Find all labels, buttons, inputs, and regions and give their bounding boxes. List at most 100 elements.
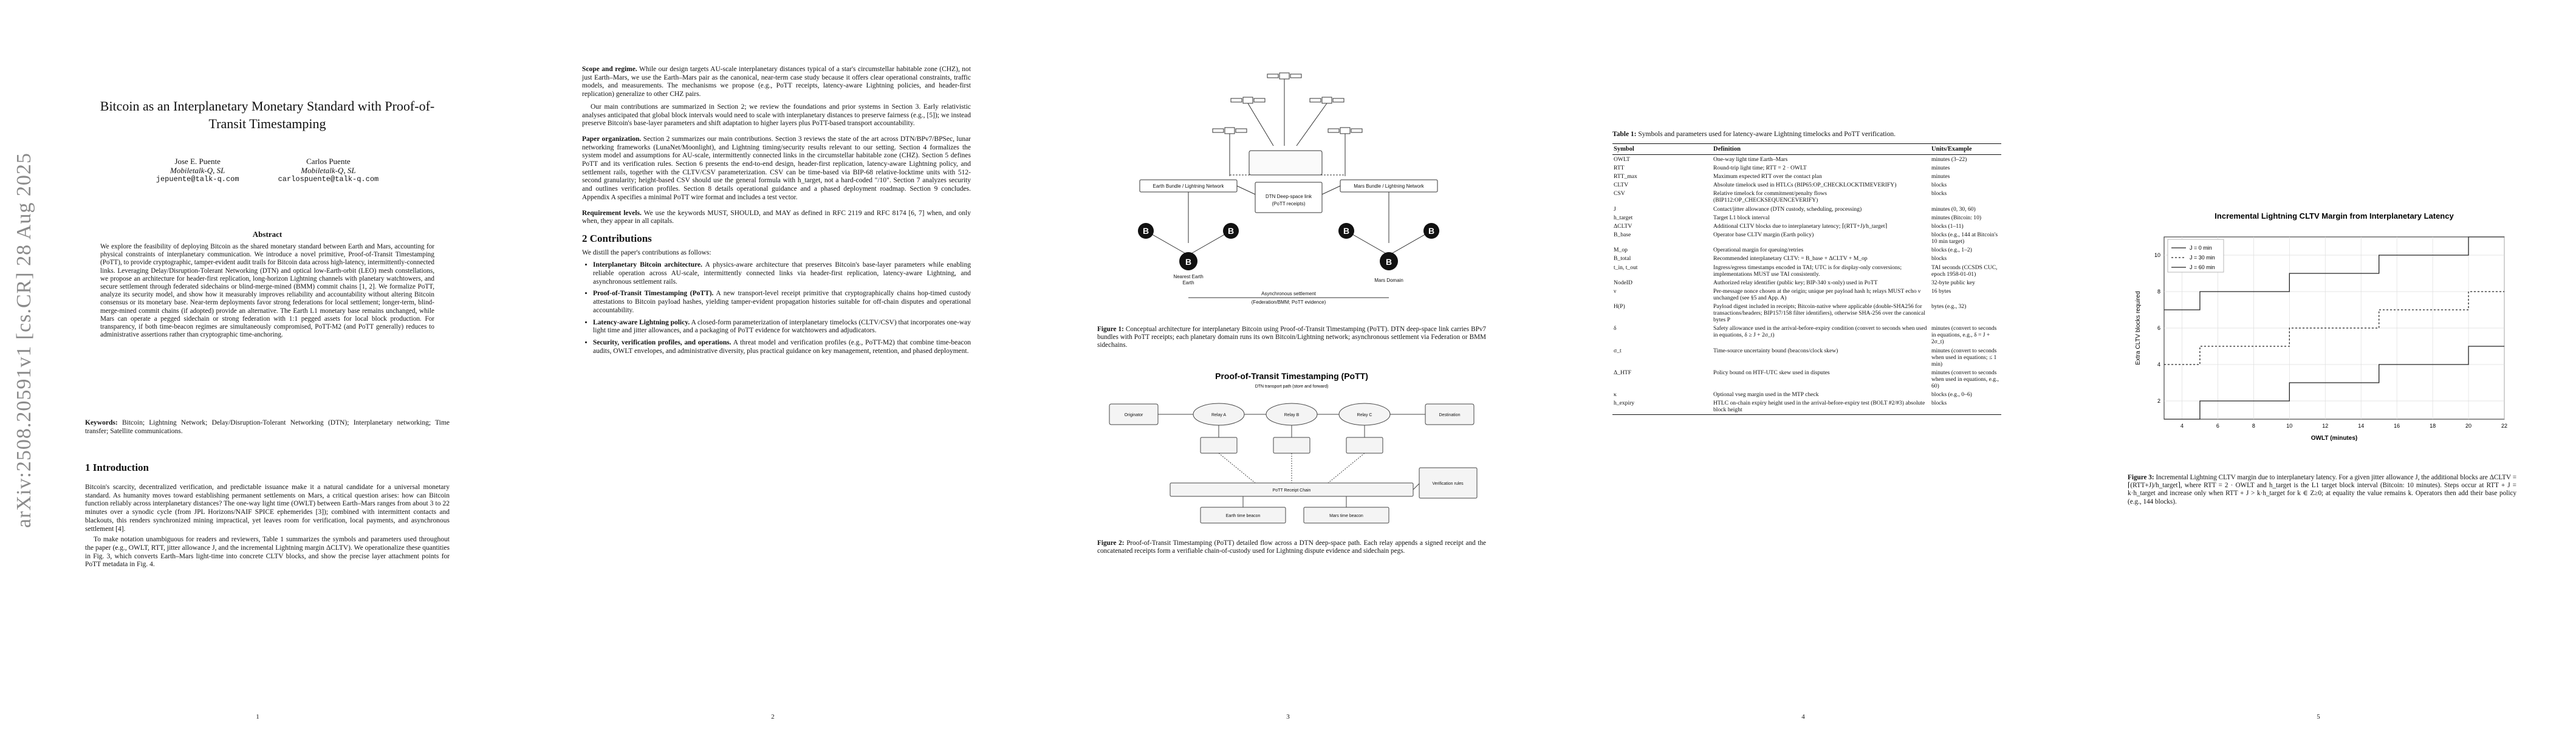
legend-entry: J = 60 min bbox=[2190, 264, 2215, 270]
definition-cell: Payload digest included in receipts; Bit… bbox=[1713, 303, 1925, 324]
units-cell: TAI seconds (CCSDS CUC, epoch 1958-01-01… bbox=[1931, 264, 1998, 278]
symbol-cell: ν bbox=[1614, 288, 1617, 295]
author-affiliation: Mobiletalk-Q, SL bbox=[170, 166, 225, 175]
author-email[interactable]: jepuente@talk-q.com bbox=[156, 175, 239, 183]
page-1: arXiv:2508.20591v1 [cs.CR] 28 Aug 2025 B… bbox=[0, 0, 515, 729]
satellite-icon bbox=[1309, 97, 1345, 104]
definition-cell: Policy bound on HTF-UTC skew used in dis… bbox=[1713, 369, 1830, 376]
paragraph: Scope and regime. While our design targe… bbox=[582, 66, 971, 99]
svg-text:B: B bbox=[1343, 226, 1349, 236]
symbol-cell: κ bbox=[1614, 391, 1617, 398]
author-email[interactable]: carlospuente@talk-q.com bbox=[278, 175, 379, 183]
column-header: Units/Example bbox=[1930, 143, 2001, 155]
series-line-3 bbox=[2164, 236, 2504, 310]
earth-beacon-label: Earth time beacon bbox=[1226, 514, 1261, 518]
keywords: Keywords: Bitcoin; Lightning Network; De… bbox=[85, 419, 450, 436]
table-row: h_target Target L1 block interval minutes … bbox=[1612, 213, 2001, 222]
earth-panel-label: Earth Bundle / Lightning Network bbox=[1153, 183, 1225, 189]
list-item-label: Interplanetary Bitcoin architecture. bbox=[593, 261, 703, 269]
units-cell: blocks (e.g., 1–2) bbox=[1931, 247, 1972, 254]
definition-cell: Relative timelock for commitment/penalty… bbox=[1713, 190, 1828, 204]
paragraph: We distill the paper's contributions as … bbox=[582, 248, 711, 256]
paragraph-text: We use the keywords MUST, SHOULD, and MA… bbox=[582, 209, 971, 225]
figure-3-chart: Incremental Lightning CLTV Margin from I… bbox=[2135, 211, 2507, 442]
symbol-cell: h_target bbox=[1614, 214, 1633, 221]
symbol-cell: RTT_max bbox=[1614, 173, 1637, 180]
author-name: Jose E. Puente bbox=[174, 157, 221, 166]
page-number: 3 bbox=[1286, 713, 1290, 720]
symbol-cell: h_expiry bbox=[1612, 399, 1712, 415]
units-cell: minutes (Bitcoin: 10) bbox=[1931, 214, 1982, 221]
keywords-text: Bitcoin; Lightning Network; Delay/Disrup… bbox=[85, 419, 450, 435]
paragraph-label: Paper organization. bbox=[582, 135, 642, 143]
units-cell: minutes (convert to seconds in equations… bbox=[1931, 325, 1997, 346]
caption-text: Symbols and parameters used for latency-… bbox=[1638, 131, 1896, 138]
units-cell: minutes (3–22) bbox=[1931, 156, 1967, 163]
x-tick-label: 22 bbox=[2501, 423, 2507, 429]
y-tick-label: 6 bbox=[2157, 325, 2160, 331]
figure-2-subtitle: DTN transport path (store and forward) bbox=[1255, 385, 1329, 389]
page-number: 5 bbox=[2317, 713, 2320, 720]
table-header-row: Symbol Definition Units/Example bbox=[1612, 143, 2001, 155]
page-number: 2 bbox=[771, 713, 775, 720]
async-sub: (Federation/BMM; PoTT evidence) bbox=[1252, 299, 1326, 305]
y-tick-label: 4 bbox=[2157, 361, 2160, 368]
y-tick-label: 10 bbox=[2154, 252, 2160, 258]
definition-cell: Absolute timelock used in HTLCs (BIP65:O… bbox=[1713, 182, 1897, 189]
node-label: Relay A bbox=[1211, 413, 1226, 417]
caption-label: Table 1: bbox=[1612, 131, 1637, 138]
x-tick-label: 18 bbox=[2430, 423, 2436, 429]
units-cell: blocks bbox=[1931, 190, 1947, 197]
page-number: 1 bbox=[256, 713, 259, 720]
list-item: Interplanetary Bitcoin architecture. A p… bbox=[593, 261, 971, 286]
units-cell: blocks bbox=[1930, 399, 2001, 415]
page-5: Incremental Lightning CLTV Margin from I… bbox=[2061, 0, 2576, 729]
definition-cell: Round-trip light time; RTT = 2 · OWLT bbox=[1713, 164, 1807, 171]
units-cell: minutes bbox=[1931, 164, 1950, 171]
definition-cell: Authorized relay identifier (public key;… bbox=[1713, 279, 1878, 286]
list-item: Security, verification profiles, and ope… bbox=[593, 339, 971, 355]
author-affiliation: Mobiletalk-Q, SL bbox=[301, 166, 356, 175]
verification-rules-box bbox=[1419, 467, 1478, 499]
list-item-label: Security, verification profiles, and ope… bbox=[593, 338, 731, 346]
x-tick-label: 14 bbox=[2358, 423, 2364, 429]
svg-text:B: B bbox=[1228, 226, 1234, 236]
center-box-sub: (PoTT receipts) bbox=[1272, 201, 1306, 207]
mars-panel-label: Mars Bundle / Lightning Network bbox=[1354, 183, 1425, 189]
units-cell: minutes (convert to seconds when used in… bbox=[1931, 347, 1997, 368]
satellite-icon bbox=[1327, 127, 1363, 134]
node-label: Destination bbox=[1439, 413, 1460, 417]
table-row: H(P)Payload digest included in receipts;… bbox=[1612, 303, 2001, 324]
mars-beacon-label: Mars time beacon bbox=[1329, 514, 1363, 518]
x-tick-label: 12 bbox=[2322, 423, 2328, 429]
x-tick-label: 16 bbox=[2394, 423, 2400, 429]
satellite-icon bbox=[1267, 72, 1302, 80]
units-cell: 16 bytes bbox=[1931, 288, 1951, 295]
symbol-cell: Δ_HTF bbox=[1614, 369, 1632, 376]
symbol-cell: CSV bbox=[1614, 190, 1625, 197]
column-header: Definition bbox=[1712, 143, 1930, 155]
symbol-cell: δ bbox=[1614, 325, 1617, 332]
units-cell: blocks (1–11) bbox=[1931, 222, 1964, 230]
list-item-label: Proof-of-Transit Timestamping (PoTT). bbox=[593, 290, 714, 298]
figure-1-caption: Figure 1: Conceptual architecture for in… bbox=[1097, 326, 1486, 350]
definition-cell: Target L1 block interval bbox=[1713, 214, 1770, 221]
mars-label: Mars Domain bbox=[1374, 278, 1403, 283]
definition-cell: Per-message nonce chosen at the origin; … bbox=[1713, 288, 1921, 302]
list-item: Proof-of-Transit Timestamping (PoTT). A … bbox=[593, 290, 971, 315]
units-cell: minutes (0, 30, 60) bbox=[1931, 205, 1976, 213]
definition-cell: HTLC on-chain expiry height used in the … bbox=[1712, 399, 1930, 415]
figure-2-title: Proof-of-Transit Timestamping (PoTT) bbox=[1215, 371, 1368, 381]
symbol-cell: B_base bbox=[1614, 231, 1631, 239]
section-heading-introduction: 1 Introduction bbox=[85, 462, 149, 473]
figure-2-caption: Figure 2: Proof-of-Transit Timestamping … bbox=[1097, 539, 1486, 555]
figure-2-pott-flow: Proof-of-Transit Timestamping (PoTT) DTN… bbox=[1109, 371, 1478, 524]
definition-cell: Ingress/egress timestamps encoded in TAI… bbox=[1713, 264, 1902, 278]
paragraph: Bitcoin's scarcity, decentralized verifi… bbox=[85, 484, 450, 533]
